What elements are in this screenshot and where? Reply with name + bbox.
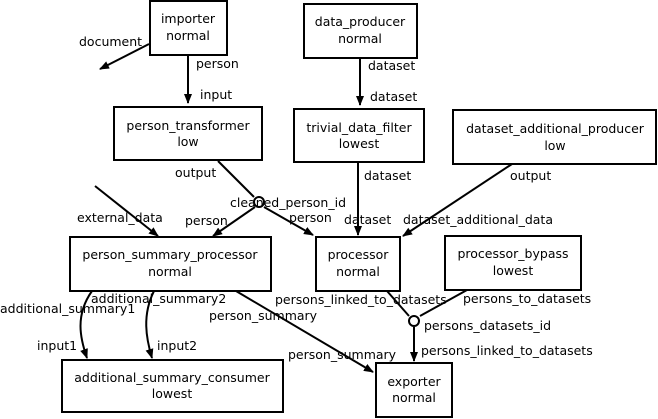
- node-priority: normal: [336, 264, 380, 279]
- node-priority: normal: [338, 31, 382, 46]
- edge-label-external-data: external_data: [77, 210, 163, 225]
- edge-label-transformer-output: output: [175, 165, 216, 180]
- edge-summary-to-consumer-1: [79, 290, 93, 359]
- edge-label-cleaned-to-summary-person: person: [185, 213, 228, 228]
- edge-cleaned-to-summary: [212, 206, 256, 237]
- edge-label-importer-person: person: [196, 56, 239, 71]
- junctions: [253, 196, 420, 327]
- node-exporter[interactable]: exporter normal: [375, 362, 453, 418]
- node-name: processor_bypass: [457, 246, 568, 261]
- edge-label-input2: input2: [157, 338, 197, 353]
- edge-label-processor-in-dataset: dataset: [344, 212, 391, 227]
- edge-label-persons-linked-in: persons_linked_to_datasets: [421, 343, 593, 358]
- edge-label-persons-linked-out: persons_linked_to_datasets: [275, 292, 447, 307]
- node-name: trivial_data_filter: [306, 120, 412, 135]
- node-name: person_transformer: [126, 118, 250, 133]
- node-priority: low: [177, 134, 198, 149]
- node-priority: normal: [166, 28, 210, 43]
- edge-processor-to-persons-datasets: [386, 290, 410, 317]
- edge-label-producer-dataset: dataset: [368, 58, 415, 73]
- node-priority: normal: [148, 264, 192, 279]
- node-name: processor: [328, 247, 390, 262]
- node-dataset-additional-producer[interactable]: dataset_additional_producer low: [452, 109, 657, 165]
- node-additional-summary-consumer[interactable]: additional_summary_consumer lowest: [61, 359, 284, 413]
- node-name: additional_summary_consumer: [74, 370, 270, 385]
- edge-additional-to-processor: [402, 163, 513, 237]
- edge-transformer-to-cleaned: [217, 160, 255, 198]
- edge-label-dataset-additional-data: dataset_additional_data: [403, 212, 553, 227]
- edges: [79, 43, 513, 373]
- edge-label-filter-out-dataset: dataset: [364, 168, 411, 183]
- edge-importer-document: [99, 43, 150, 70]
- edge-label-person-summary-out: person_summary: [209, 308, 318, 323]
- cleaned-person-id-label: cleaned_person_id: [230, 195, 346, 210]
- edge-label-additional-summary1: additional_summary1: [0, 301, 135, 316]
- edge-summary-to-exporter: [235, 290, 374, 373]
- edge-label-document: document: [79, 34, 142, 49]
- cleaned-person-id-port[interactable]: [253, 196, 265, 208]
- persons-datasets-id-port[interactable]: [408, 315, 420, 327]
- node-processor-bypass[interactable]: processor_bypass lowest: [444, 235, 582, 291]
- node-priority: lowest: [339, 136, 380, 151]
- node-priority: lowest: [493, 263, 534, 278]
- node-name: data_producer: [315, 14, 406, 29]
- node-name: importer: [161, 11, 216, 26]
- edge-label-filter-in-dataset: dataset: [370, 89, 417, 104]
- edge-labels: document person input dataset dataset ou…: [0, 34, 593, 362]
- node-name: person_summary_processor: [82, 247, 258, 262]
- node-person-transformer[interactable]: person_transformer low: [113, 106, 263, 161]
- node-priority: low: [544, 138, 565, 153]
- node-person-summary-processor[interactable]: person_summary_processor normal: [69, 236, 272, 292]
- edge-summary-to-consumer-2: [145, 290, 155, 359]
- node-priority: lowest: [152, 386, 193, 401]
- edge-label-cleaned-to-processor-person: person: [289, 210, 332, 225]
- edge-label-additional-summary2: additional_summary2: [91, 291, 226, 306]
- node-name: dataset_additional_producer: [466, 121, 645, 136]
- edge-bypass-to-persons-datasets: [419, 289, 468, 317]
- edge-external-data: [94, 185, 159, 237]
- node-processor[interactable]: processor normal: [315, 236, 401, 292]
- node-name: exporter: [387, 374, 441, 389]
- node-data-producer[interactable]: data_producer normal: [303, 3, 418, 59]
- node-trivial-data-filter[interactable]: trivial_data_filter lowest: [293, 108, 425, 163]
- edge-label-persons-to-datasets: persons_to_datasets: [463, 291, 591, 306]
- node-priority: normal: [392, 390, 436, 405]
- edge-label-additional-output: output: [510, 168, 551, 183]
- edge-label-person-summary-in: person_summary: [288, 347, 397, 362]
- edge-label-input1: input1: [37, 338, 77, 353]
- persons-datasets-id-label: persons_datasets_id: [424, 318, 551, 333]
- edge-cleaned-to-processor: [263, 206, 314, 236]
- node-importer[interactable]: importer normal: [149, 0, 228, 56]
- edge-label-transformer-input: input: [200, 87, 232, 102]
